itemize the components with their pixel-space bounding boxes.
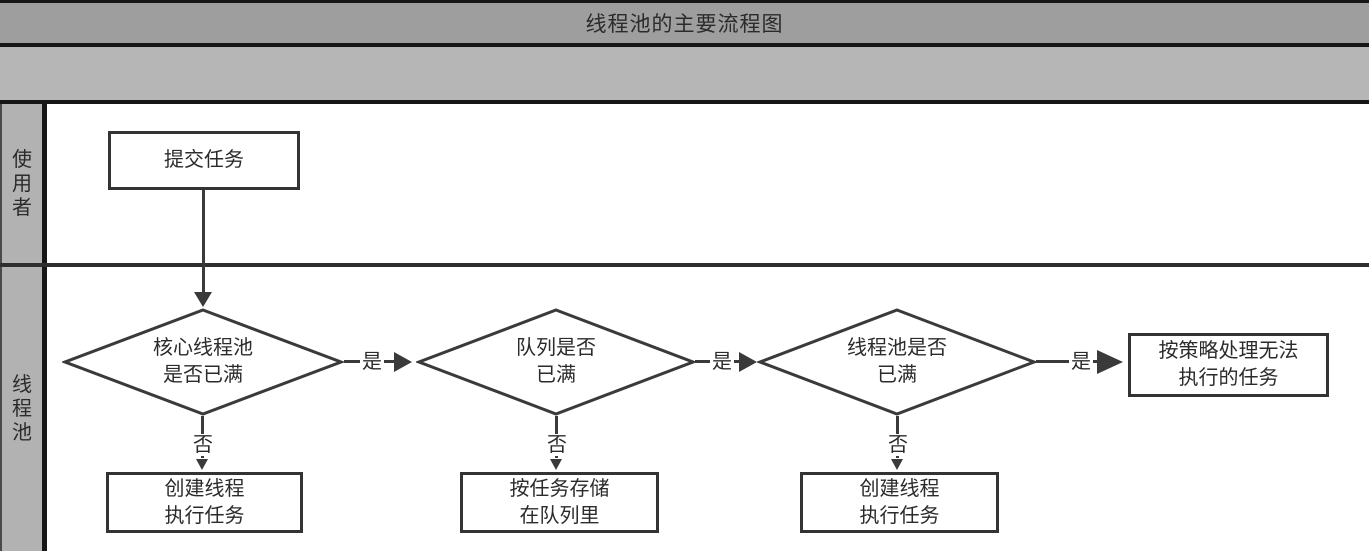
- node-create-thread-1: 创建线程 执行任务: [106, 472, 303, 533]
- arrow-right-icon: [739, 352, 757, 372]
- node-submit-task-label: 提交任务: [164, 149, 244, 171]
- arrow-right-icon: [394, 352, 412, 372]
- node-store-in-queue-label: 按任务存储 在队列里: [509, 477, 610, 527]
- decision-queue-full-label: 队列是否 已满: [516, 337, 596, 386]
- edge-label-yes-3: 是: [1069, 351, 1093, 373]
- node-submit-task: 提交任务: [108, 131, 300, 190]
- edge-label-no-3: 否: [886, 434, 910, 456]
- arrow-down-icon: [196, 459, 208, 470]
- lane-divider: [0, 263, 1369, 267]
- diamond-shape: [416, 308, 696, 416]
- arrow-right-icon: [1097, 350, 1123, 374]
- node-create-thread-2: 创建线程 执行任务: [800, 472, 999, 533]
- decision-core-pool-full: 核心线程池 是否已满: [62, 308, 344, 416]
- node-create-thread-1-label: 创建线程 执行任务: [164, 477, 245, 527]
- decision-core-pool-full-label: 核心线程池 是否已满: [153, 337, 253, 386]
- diagram-title: 线程池的主要流程图: [585, 13, 784, 36]
- diamond-shape: [62, 308, 344, 416]
- node-reject-policy: 按策略处理无法 执行的任务: [1128, 333, 1329, 397]
- edge-submit-to-core: [202, 190, 205, 293]
- title-band: 线程池的主要流程图: [0, 0, 1369, 47]
- decision-pool-full-label: 线程池是否 已满: [847, 337, 947, 386]
- edge-label-no-2: 否: [545, 434, 569, 456]
- subtitle-band: [0, 47, 1369, 104]
- diamond-shape: [757, 308, 1037, 416]
- node-create-thread-2-label: 创建线程 执行任务: [859, 477, 940, 527]
- lane-label-column: 使用者 线程池: [0, 104, 47, 551]
- edge-label-yes-2: 是: [710, 351, 734, 373]
- lane-label-threadpool: 线程池: [12, 374, 32, 444]
- arrow-down-icon: [891, 459, 903, 470]
- edge-label-yes-1: 是: [360, 351, 384, 373]
- edge-label-no-1: 否: [191, 434, 215, 456]
- lane-label-user: 使用者: [12, 148, 32, 219]
- node-store-in-queue: 按任务存储 在队列里: [460, 472, 659, 533]
- arrow-down-icon: [194, 292, 212, 307]
- edge-pool-to-reject: [1036, 360, 1098, 363]
- decision-queue-full: 队列是否 已满: [416, 308, 696, 416]
- decision-pool-full: 线程池是否 已满: [757, 308, 1037, 416]
- node-reject-policy-label: 按策略处理无法 执行的任务: [1158, 340, 1299, 389]
- arrow-down-icon: [550, 459, 562, 470]
